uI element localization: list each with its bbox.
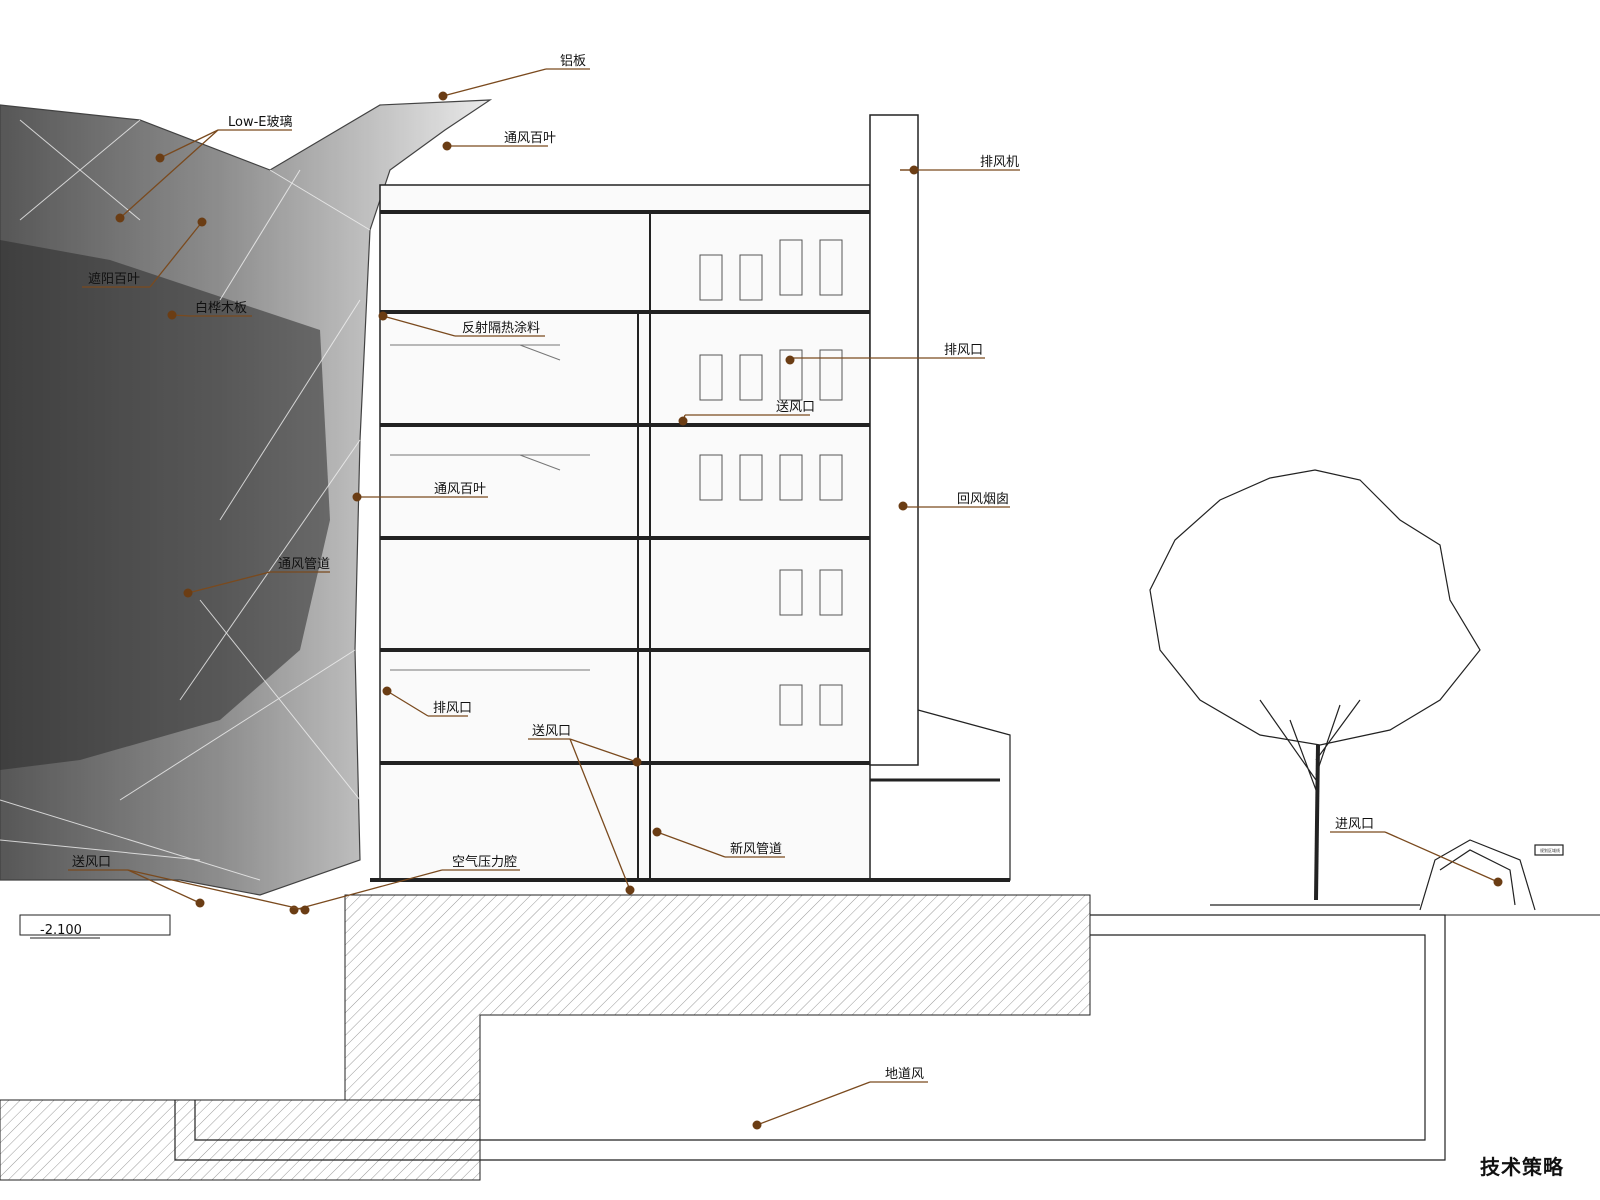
leader-dot bbox=[352, 492, 362, 502]
leader-dot bbox=[300, 905, 310, 915]
air-inlet-structure bbox=[1419, 839, 1564, 911]
annotation-label: 送风口 bbox=[532, 724, 571, 739]
ground-hatching bbox=[0, 894, 1600, 1181]
leader-dot bbox=[183, 588, 193, 598]
annotation-birch-board: 白桦木板 bbox=[167, 300, 252, 320]
annotation-air-inlet: 进风口 bbox=[1330, 817, 1503, 887]
leader-dot bbox=[378, 311, 388, 321]
leader-dot bbox=[898, 501, 908, 511]
leader-dot bbox=[167, 310, 177, 320]
annotation-label: 遮阳百叶 bbox=[88, 271, 140, 287]
leader-dot bbox=[632, 757, 642, 767]
leader-line bbox=[756, 1081, 871, 1126]
leader-line bbox=[187, 571, 271, 594]
annotation-label: 送风口 bbox=[776, 400, 815, 415]
annotation-exhaust-vent-upper: 排风口 bbox=[785, 343, 985, 365]
tree bbox=[1149, 469, 1481, 906]
annotation-supply-vent-upper: 送风口 bbox=[678, 400, 815, 426]
leader-dot bbox=[115, 213, 125, 223]
atrium-dome bbox=[0, 99, 493, 936]
leader-line bbox=[119, 129, 219, 219]
leader-line bbox=[386, 690, 429, 717]
leader-line bbox=[382, 315, 456, 337]
annotation-reflective-coating: 反射隔热涂料 bbox=[378, 311, 545, 337]
leader-dot bbox=[785, 355, 795, 365]
annotation-sunshade-louver: 遮阳百叶 bbox=[82, 217, 207, 288]
leader-dot bbox=[195, 898, 205, 908]
leader-dot bbox=[625, 885, 635, 895]
leader-dot bbox=[382, 686, 392, 696]
leader-line bbox=[293, 869, 443, 911]
annotation-fresh-air-duct: 新风管道 bbox=[652, 827, 785, 858]
building-section bbox=[370, 114, 1011, 882]
leader-dot bbox=[1493, 877, 1503, 887]
leader-dot bbox=[438, 91, 448, 101]
annotation-label: 排风口 bbox=[944, 343, 983, 358]
elevation-mark: -2.100 bbox=[40, 923, 82, 938]
annotation-label: 空气压力腔 bbox=[452, 854, 517, 870]
annotation-air-plenum: 空气压力腔 bbox=[289, 854, 520, 915]
annotation-label: 通风百叶 bbox=[434, 482, 486, 497]
annotation-label: 排风口 bbox=[433, 701, 472, 716]
leader-line bbox=[656, 831, 726, 858]
annotation-vent-louver-top: 通风百叶 bbox=[442, 131, 556, 151]
annotation-return-chimney: 回风烟囱 bbox=[898, 492, 1010, 511]
annotation-al-panel: 铝板 bbox=[438, 54, 590, 101]
annotation-label: Low-E玻璃 bbox=[228, 115, 293, 130]
annotation-low-e-glass: Low-E玻璃 bbox=[115, 115, 293, 223]
annotation-label: 进风口 bbox=[1335, 817, 1374, 832]
leader-line bbox=[159, 129, 219, 159]
annotation-label: 铝板 bbox=[560, 54, 586, 69]
leader-line bbox=[127, 869, 201, 904]
annotation-vent-louver-mid: 通风百叶 bbox=[352, 482, 488, 502]
annotation-label: 回风烟囱 bbox=[957, 492, 1009, 507]
annotation-supply-vent-lower: 送风口 bbox=[528, 724, 642, 895]
leader-dot bbox=[155, 153, 165, 163]
leader-dot bbox=[652, 827, 662, 837]
annotation-label: 新风管道 bbox=[730, 841, 782, 857]
page-title: 技术策略 bbox=[1480, 1155, 1564, 1179]
annotation-label: 通风百叶 bbox=[504, 131, 556, 146]
leader-dot bbox=[442, 141, 452, 151]
annotation-label: 送风口 bbox=[72, 855, 111, 870]
annotation-vent-duct: 通风管道 bbox=[183, 557, 330, 598]
leader-dot bbox=[909, 165, 919, 175]
annotation-label: 通风管道 bbox=[278, 557, 330, 572]
leader-line bbox=[127, 869, 306, 911]
leader-line bbox=[149, 221, 203, 288]
annotation-underground-air: 地道风 bbox=[752, 1067, 928, 1130]
annotation-label: 地道风 bbox=[885, 1067, 924, 1082]
annotation-label: 排风机 bbox=[980, 155, 1019, 170]
annotation-exhaust-vent-lower: 排风口 bbox=[382, 686, 472, 717]
annotation-layer: 铝板Low-E玻璃通风百叶排风机遮阳百叶白桦木板反射隔热涂料排风口送风口通风百叶… bbox=[68, 54, 1503, 1130]
leader-dot bbox=[752, 1120, 762, 1130]
leader-line bbox=[1384, 831, 1499, 883]
leader-dot bbox=[197, 217, 207, 227]
annotation-supply-vent-left: 送风口 bbox=[68, 855, 310, 915]
annotation-label: 反射隔热涂料 bbox=[462, 320, 540, 336]
small-note: 规划区域线 bbox=[1540, 847, 1560, 853]
annotation-exhaust-fan: 排风机 bbox=[900, 155, 1020, 175]
leader-line bbox=[442, 68, 547, 97]
leader-line bbox=[569, 738, 631, 891]
leader-line bbox=[569, 738, 638, 763]
annotation-label: 白桦木板 bbox=[195, 300, 247, 316]
leader-dot bbox=[678, 416, 688, 426]
